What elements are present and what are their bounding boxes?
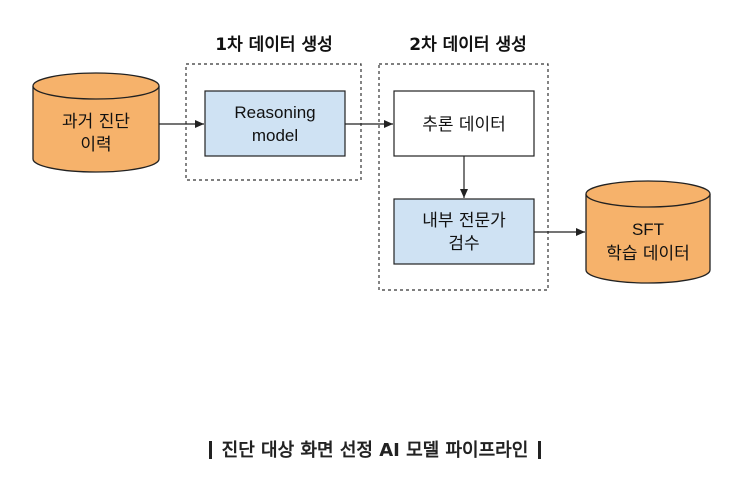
caption-left-bar — [208, 441, 212, 459]
expert-review-rect — [393, 198, 535, 265]
caption-right-bar — [538, 441, 542, 459]
inference-data-rect — [393, 90, 535, 157]
caption-text: 진단 대상 화면 선정 AI 모델 파이프라인 — [221, 440, 529, 461]
reasoning-model-box: Reasoning model — [204, 90, 346, 157]
stage2-title: 2차 데이터 생성 — [409, 35, 527, 55]
source-db-body — [32, 86, 160, 173]
figure-caption: 진단 대상 화면 선정 AI 모델 파이프라인 — [0, 436, 750, 462]
sft-db-body — [585, 194, 711, 284]
stage1-group — [185, 63, 362, 181]
stage2-group — [378, 63, 549, 291]
reasoning-model-rect — [204, 90, 346, 157]
inference-data-label: 추론 데이터 — [422, 115, 506, 135]
source-db-label-line1: 과거 진단 — [62, 112, 130, 132]
expert-review-label-line1: 내부 전문가 — [422, 211, 506, 231]
stage1-title: 1차 데이터 생성 — [215, 35, 333, 55]
reasoning-model-label-line2: model — [252, 126, 298, 145]
sft-db-cylinder: SFT 학습 데이터 — [585, 180, 711, 284]
source-db-label-line2: 이력 — [80, 135, 111, 155]
sft-db-label-line2: 학습 데이터 — [606, 244, 690, 264]
sft-db-top — [585, 180, 711, 208]
source-db-top — [32, 72, 160, 100]
expert-review-box: 내부 전문가 검수 — [393, 198, 535, 265]
sft-db-label-line1: SFT — [632, 220, 664, 239]
expert-review-label-line2: 검수 — [448, 234, 479, 254]
pipeline-diagram: 1차 데이터 생성 2차 데이터 생성 과거 진단 이력 Reasoning m… — [32, 35, 711, 291]
source-db-cylinder: 과거 진단 이력 — [32, 72, 160, 173]
reasoning-model-label-line1: Reasoning — [234, 103, 315, 122]
inference-data-box: 추론 데이터 — [393, 90, 535, 157]
